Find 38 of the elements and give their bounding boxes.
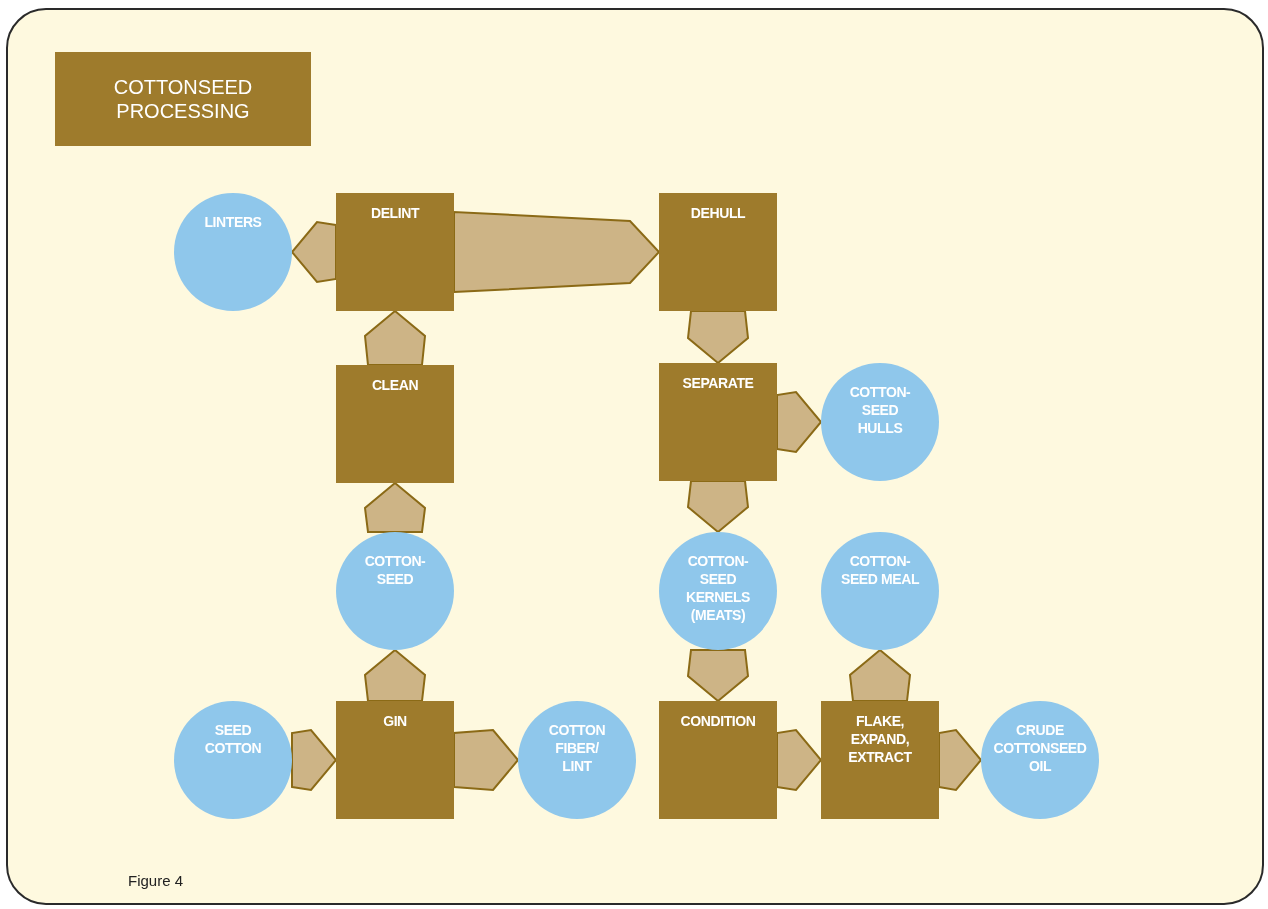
node-label: FLAKE, EXPAND, EXTRACT (847, 712, 913, 766)
block-arrow (686, 480, 750, 534)
node-label: CONDITION (679, 712, 757, 730)
node-label: DELINT (369, 204, 421, 222)
node-label: CRUDE COTTONSEED OIL (992, 721, 1088, 775)
node-label: COTTON-SEED MEAL (839, 552, 921, 588)
block-arrow (776, 390, 823, 454)
block-arrow (776, 728, 823, 792)
figure-caption: Figure 4 (128, 872, 184, 889)
block-arrow (686, 649, 750, 703)
process-box (659, 363, 777, 481)
node-label: GIN (382, 712, 408, 730)
node-label: COTTON FIBER/ LINT (547, 721, 607, 775)
block-arrow (363, 309, 427, 366)
node-label: LINTERS (203, 213, 263, 231)
node-label: CLEAN (370, 376, 420, 394)
block-arrow (453, 210, 661, 294)
process-box (659, 701, 777, 819)
node-label: COTTON-SEED HULLS (848, 383, 912, 437)
node-label: SEED COTTON (203, 721, 263, 757)
node-label: COTTON-SEED (363, 552, 427, 588)
process-box (821, 701, 939, 819)
block-arrow (290, 220, 337, 284)
block-arrow (686, 310, 750, 365)
process-box (336, 701, 454, 819)
block-arrow (291, 728, 338, 792)
block-arrow (363, 481, 427, 533)
process-box (659, 193, 777, 311)
block-arrow (363, 648, 427, 702)
node-label: COTTON-SEED KERNELS (MEATS) (684, 552, 752, 624)
process-box (336, 193, 454, 311)
block-arrow (938, 728, 983, 792)
process-box (336, 365, 454, 483)
node-label: SEPARATE (681, 374, 755, 392)
block-arrow (453, 728, 520, 792)
node-label: DEHULL (689, 204, 747, 222)
title-banner: COTTONSEED PROCESSING (55, 52, 311, 146)
block-arrow (848, 648, 912, 702)
